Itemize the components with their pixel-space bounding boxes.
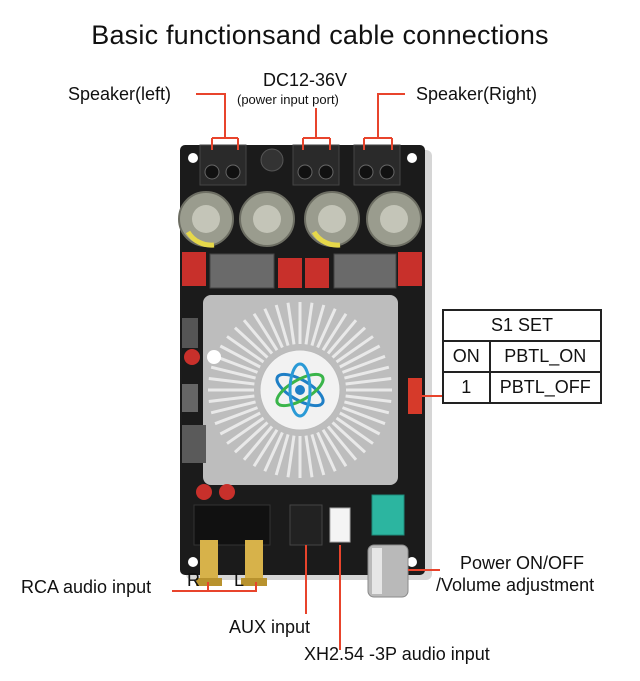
heatsink-fin [339,411,381,436]
dc-power-label: DC12-36V [263,70,348,90]
heatsink-fin [219,411,261,436]
speaker-right-label: Speaker(Right) [416,84,538,104]
heatsink-fin [335,416,374,445]
heatsink-fin [242,319,274,355]
heatsink-fin [226,416,265,445]
heatsink-fin [233,326,269,359]
heatsink-fin [242,425,274,461]
terminal-power [292,144,340,186]
terminal-right [353,144,401,186]
heatsink-fin [214,354,259,374]
volume-knob [367,544,409,598]
heatsink [203,295,398,485]
heatsink-fin [339,344,381,369]
page-title: Basic functionsand cable connections [91,20,549,50]
s1-switch [408,378,422,414]
heatsink-fin [208,394,255,403]
terminal-left [199,144,247,186]
heatsink-fin [208,377,255,386]
heatsink-fin [331,326,367,359]
heatsink-fin [326,425,358,461]
heatsink-fin [219,344,261,369]
heatsink-fin [341,406,386,426]
heatsink-fin [335,335,374,364]
heatsink-fin [341,354,386,374]
heatsink-fin [331,421,367,454]
rca-input-label: RCA audio input [21,577,152,597]
speaker-left-label: Speaker(left) [68,84,172,104]
s1-table-header: S1 SET [442,309,602,342]
potentiometer-body [371,494,405,536]
heatsink-fin [344,400,390,415]
power-label: Power ON/OFF [460,553,585,573]
heatsink-fin [321,312,348,351]
heatsink-fin [252,312,279,351]
heatsink-fin [214,406,259,426]
heatsink-fin [274,434,290,476]
heatsink-fin [344,365,390,380]
rca-l-label: L [234,570,245,590]
heatsink-fin [263,308,284,349]
film-capacitors [182,252,422,288]
heatsink-fin [263,431,284,472]
s1-row-key: 1 [442,371,491,404]
xh-connector [329,507,351,543]
heatsink-fin [321,429,348,468]
xh-input-label: XH2.54 -3P audio input [304,644,490,664]
heatsink-fin [304,302,314,345]
heatsink-fin [286,435,296,478]
s1-settings-table: S1 SET ON PBTL_ON 1 PBTL_OFF [442,309,603,404]
heatsink-fin [252,429,279,468]
capacitors [178,191,422,248]
heatsink-fin [310,434,326,476]
heatsink-fin [233,421,269,454]
heatsink-fin [274,304,290,346]
s1-row-value: PBTL_ON [488,340,603,373]
atom-logo-icon [275,362,325,418]
inductors [209,253,397,289]
heatsink-fin [226,335,265,364]
s1-row-key: ON [442,340,491,373]
dc-power-sublabel: (power input port) [237,92,339,107]
aux-input-label: AUX input [229,617,311,637]
aux-jack [289,504,323,546]
volume-label: /Volume adjustment [436,575,595,595]
heatsink-fin [210,400,256,415]
heatsink-fin [210,365,256,380]
heatsink-fin [345,377,392,386]
heatsink-fin [316,308,337,349]
heatsink-fin [316,431,337,472]
heatsink-fin [310,304,326,346]
heatsink-fin [304,435,314,478]
callout-lines [172,93,442,650]
heatsink-fin [326,319,358,355]
rca-r-label: R [187,570,200,590]
heatsink-fin [286,302,296,345]
heatsink-fin [345,394,392,403]
s1-row-value: PBTL_OFF [488,371,603,404]
